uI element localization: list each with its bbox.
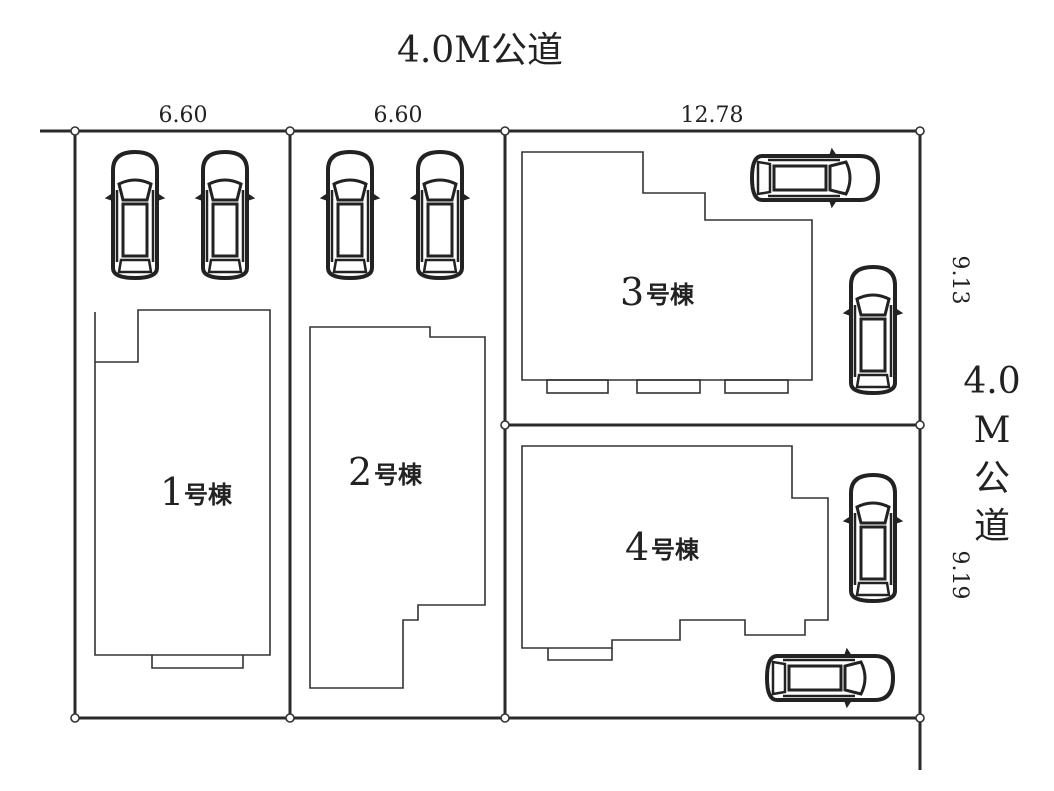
car-icon (410, 150, 470, 280)
building-1-number: 1 (160, 470, 184, 514)
building-1: 1 号棟 (94, 309, 271, 669)
side-road-kanji-1: 公 (974, 458, 1010, 499)
building-4-suffix: 号棟 (651, 535, 700, 564)
building-3: 3 号棟 (521, 151, 813, 394)
side-road-label: 4.0 M 公 道 (963, 361, 1020, 547)
lot34-width-label: 12.78 (681, 103, 744, 128)
car-icon (195, 150, 255, 280)
side-road-unit: M (974, 410, 1011, 451)
lot2-width-label: 6.60 (374, 103, 423, 128)
building-4-number: 4 (625, 525, 649, 569)
car-icon (843, 473, 903, 603)
front-road-label: 4.0M公道 (397, 30, 563, 71)
building-1-suffix: 号棟 (184, 480, 233, 509)
car-icon (750, 148, 880, 208)
car-icon (320, 150, 380, 280)
building-3-number: 3 (620, 270, 644, 314)
car-icon (765, 648, 895, 708)
lot1-width-label: 6.60 (159, 103, 208, 128)
building-3-suffix: 号棟 (646, 280, 695, 309)
building-2-number: 2 (348, 450, 372, 494)
side-road-kanji-2: 道 (974, 506, 1010, 547)
boundary-markers (70, 126, 925, 723)
building-2: 2 号棟 (309, 326, 486, 689)
building-2-suffix: 号棟 (374, 460, 423, 489)
car-icon (105, 150, 165, 280)
side-road-width: 4.0 (963, 361, 1020, 402)
lot3-depth-label: 9.13 (947, 256, 972, 305)
car-icon (843, 265, 903, 395)
lot4-depth-label: 9.19 (947, 551, 972, 600)
building-4: 4 号棟 (521, 445, 829, 661)
